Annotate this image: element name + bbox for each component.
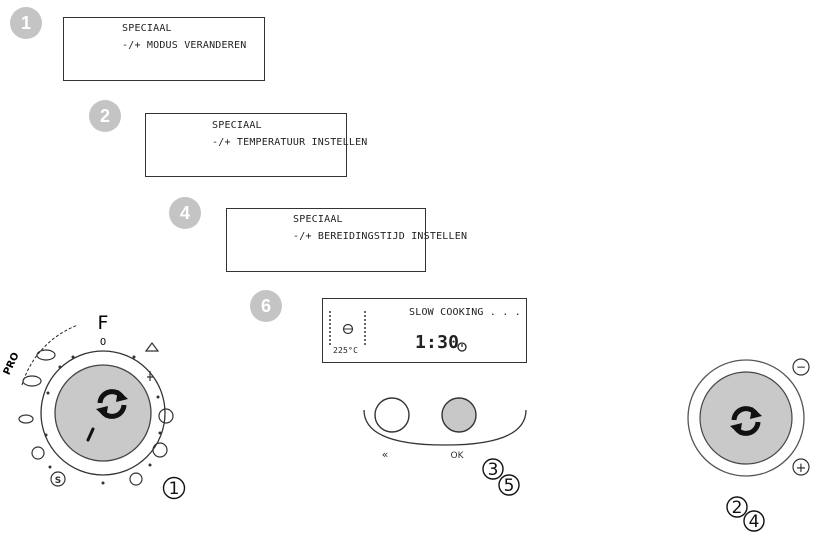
callout-4: 4 [749,512,760,532]
dial-pro-label: PRO [2,351,22,377]
callout-circle-3 [482,458,504,480]
step-badge-1: 1 [10,7,42,39]
lcd-panel-step-2: SPECIAAL -/+ TEMPERATUUR INSTELLEN [145,113,367,177]
thermo-inner [699,371,793,465]
s-icon [50,471,66,487]
mode-icons [18,342,174,487]
rotate-arrows-icon [730,406,762,436]
ok-button[interactable] [441,397,477,433]
rotate-arrows-icon [96,389,128,419]
back-button-label: « [382,448,389,461]
callout-circle-5 [498,474,520,496]
button-arc [363,409,527,446]
lamp-icon [144,342,160,352]
lcd-line-1: SPECIAAL [122,23,172,34]
callout-circle-4 [743,510,765,532]
lcd-temp: 225°C [333,346,359,355]
callout-circle-1 [162,476,186,500]
thermostat-dial[interactable]: − + 2 4 [680,348,820,533]
fan-icon-mode [129,472,143,486]
lcd-time: 1:30 [415,332,460,353]
s-icon-label: S [55,476,61,486]
callout-circle-2 [726,496,748,518]
step-badge-2: 2 [89,100,121,132]
lcd-line-1: SPECIAAL [293,214,343,225]
thermo-icon [147,371,153,381]
lcd-panel-slow-cooking: 225°C SLOW COOKING . . . 1:30 [322,298,527,363]
callout-1: 1 [169,479,180,499]
dial-zero-label: 0 [100,337,106,348]
bottom-heat-icon [152,442,168,458]
lcd-panel-step-1: SPECIAAL -/+ MODUS VERANDEREN [63,17,265,81]
minus-icon: − [796,360,806,374]
roast-icon [22,375,42,387]
lcd-icons [329,311,366,345]
lcd-line-1: SPECIAAL [212,120,262,131]
dial-dots [44,355,162,485]
function-selector-dial[interactable]: F 0 PRO S 1 [0,305,215,515]
dial-pointer [86,427,95,442]
arrow-icon [31,446,45,460]
plus-icon: + [796,461,807,476]
lcd-line-2: -/+ BEREIDINGSTIJD INSTELLEN [293,231,468,242]
callout-5: 5 [504,476,515,496]
lcd-status: SLOW COOKING . . . [409,307,521,318]
callout-3: 3 [488,460,499,480]
lcd-line-2: -/+ MODUS VERANDEREN [122,40,247,51]
callout-2: 2 [732,498,743,518]
top-bottom-icon [158,408,174,424]
step-badge-6: 6 [250,290,282,322]
pro-arc [21,324,79,386]
minus-icon-circle[interactable] [792,358,810,376]
plus-icon-circle[interactable] [792,458,810,476]
lcd-panel-step-4: SPECIAAL -/+ BEREIDINGSTIJD INSTELLEN [226,208,467,272]
step-badge-4: 4 [169,197,201,229]
back-button[interactable] [374,397,410,433]
timer-icon [457,342,467,352]
fish-icon [18,414,34,424]
bread-icon [36,349,56,361]
dial-top-label: F [98,312,109,334]
control-buttons: « OK 3 5 [363,397,527,496]
ok-button-label: OK [451,451,465,461]
lcd-line-2: -/+ TEMPERATUUR INSTELLEN [212,137,368,148]
